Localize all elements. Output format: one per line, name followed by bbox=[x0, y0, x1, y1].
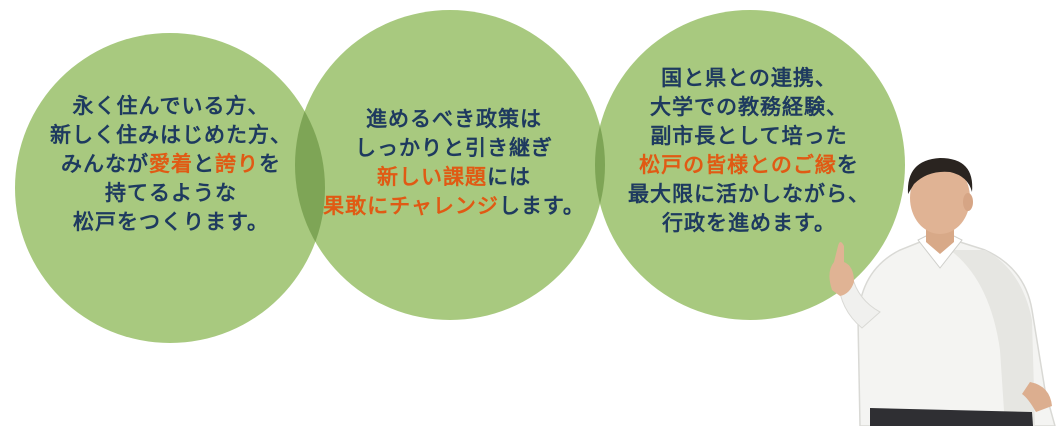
text-line: 行政を進めます。 bbox=[604, 208, 894, 237]
text-line: 永く住んでいる方、 bbox=[40, 91, 302, 120]
circle-1 bbox=[15, 33, 325, 343]
circle-1-text: 永く住んでいる方、新しく住みはじめた方、みんなが愛着と誇りを持てるような松戸をつ… bbox=[40, 91, 302, 236]
body-text: 新しく住みはじめた方、 bbox=[50, 122, 292, 147]
body-text: 持てるような bbox=[105, 180, 237, 205]
body-text: を bbox=[259, 151, 281, 176]
hand-shape bbox=[829, 242, 854, 296]
body-text: 永く住んでいる方、 bbox=[72, 93, 270, 118]
circle-2 bbox=[295, 10, 605, 320]
highlight-text: 松戸の皆様とのご縁 bbox=[639, 152, 837, 177]
body-text: と bbox=[193, 151, 215, 176]
body-text: には bbox=[487, 164, 531, 189]
ear-shape bbox=[963, 193, 973, 211]
body-text: みんなが bbox=[61, 151, 149, 176]
body-text: 松戸をつくります。 bbox=[73, 209, 269, 234]
body-text: 最大限に活かしながら、 bbox=[628, 181, 870, 206]
hair-shape bbox=[907, 158, 973, 194]
text-line: 新しく住みはじめた方、 bbox=[40, 120, 302, 149]
text-line: 大学での教務経験、 bbox=[604, 92, 894, 121]
person-photo bbox=[829, 158, 1056, 426]
body-text: 行政を進めます。 bbox=[662, 210, 836, 235]
body-text: しっかりと引き継ぎ bbox=[355, 135, 553, 160]
text-line: 果敢にチャレンジします。 bbox=[320, 191, 588, 220]
body-text: 国と県との連携、 bbox=[661, 65, 837, 90]
text-line: 最大限に活かしながら、 bbox=[604, 179, 894, 208]
belt-shape bbox=[870, 408, 1033, 426]
highlight-text: 誇り bbox=[215, 151, 259, 176]
text-line: 進めるべき政策は bbox=[320, 104, 588, 133]
body-text: を bbox=[836, 152, 859, 177]
body-text: 大学での教務経験、 bbox=[650, 94, 848, 119]
highlight-text: 果敢にチャレンジ bbox=[323, 193, 499, 218]
highlight-text: 新しい課題 bbox=[377, 164, 487, 189]
text-line: 松戸をつくります。 bbox=[40, 207, 302, 236]
text-line: 国と県との連携、 bbox=[604, 63, 894, 92]
text-line: 松戸の皆様とのご縁を bbox=[604, 150, 894, 179]
circle-2-text: 進めるべき政策はしっかりと引き継ぎ新しい課題には果敢にチャレンジします。 bbox=[320, 104, 588, 220]
text-line: 持てるような bbox=[40, 178, 302, 207]
body-text: 進めるべき政策は bbox=[366, 106, 542, 131]
circle-3 bbox=[595, 10, 905, 320]
text-line: みんなが愛着と誇りを bbox=[40, 149, 302, 178]
hip-hand-shape bbox=[1022, 382, 1052, 412]
body-text: 副市長として培った bbox=[650, 123, 848, 148]
highlight-text: 愛着 bbox=[149, 151, 193, 176]
text-line: 新しい課題には bbox=[320, 162, 588, 191]
body-text: します。 bbox=[498, 193, 585, 218]
head-shape bbox=[910, 162, 970, 234]
shirt-shadow bbox=[950, 250, 1035, 426]
circle-3-text: 国と県との連携、大学での教務経験、副市長として培った松戸の皆様とのご縁を最大限に… bbox=[604, 63, 894, 237]
text-line: しっかりと引き継ぎ bbox=[320, 133, 588, 162]
text-line: 副市長として培った bbox=[604, 121, 894, 150]
